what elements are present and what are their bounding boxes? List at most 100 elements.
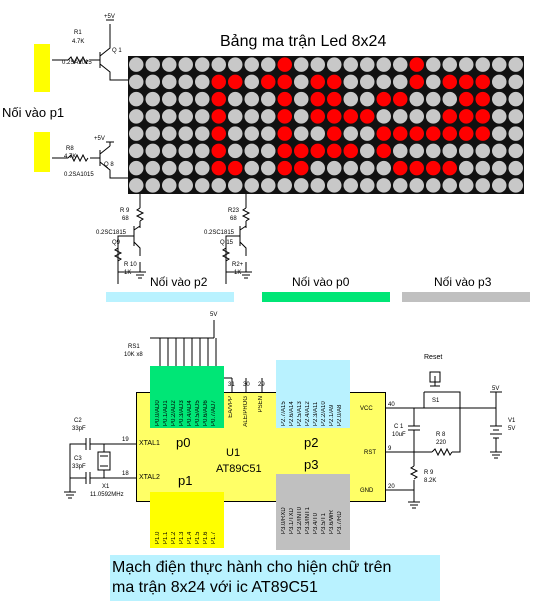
p0-pin-label-7: P0.7/AD7 [211, 400, 217, 426]
led-off [178, 91, 193, 107]
led-off [343, 160, 358, 176]
p2-pin-label-6: P2.1/A9 [329, 404, 335, 426]
p2-pin-label-0: P2.7/A15 [281, 401, 287, 426]
led-on [426, 126, 441, 141]
led-on [409, 57, 424, 72]
r1-label: R1 [74, 30, 82, 36]
led-off [228, 178, 243, 193]
led-off [360, 74, 375, 90]
led-off [162, 160, 177, 176]
led-on [277, 143, 292, 159]
led-off [508, 91, 523, 107]
led-off [475, 57, 490, 72]
led-off [492, 74, 507, 90]
pin-19: 19 [122, 437, 129, 443]
led-off [343, 178, 358, 193]
led-off [409, 178, 424, 193]
p3-pin-label-4: P3.4/T0 [313, 512, 319, 534]
led-on [442, 109, 457, 124]
led-on [211, 91, 226, 107]
q9-label: Q9 [112, 240, 121, 246]
led-on [310, 143, 325, 159]
pin-30: 30 [243, 382, 250, 388]
led-off [145, 160, 160, 176]
vcc-label-2: +5V [94, 136, 105, 142]
caption-box [110, 555, 440, 601]
r23-value: 68 [230, 216, 237, 222]
matrix-title: Bảng ma trận Led 8x24 [220, 33, 387, 50]
led-off [508, 160, 523, 176]
led-off [261, 143, 276, 159]
caption-line-1: Mạch điện thực hành cho hiện chữ trên [112, 559, 392, 576]
led-on [277, 126, 292, 141]
p3-pin-label-2: P3.2/INT0 [297, 506, 303, 534]
led-on [475, 74, 490, 90]
led-off [459, 143, 474, 159]
led-off [393, 143, 408, 159]
led-on [442, 74, 457, 90]
p2-pin-label-2: P2.5/A13 [297, 401, 303, 426]
led-off [393, 74, 408, 90]
led-off [162, 91, 177, 107]
led-off [261, 126, 276, 141]
led-off [162, 126, 177, 141]
led-on [459, 91, 474, 107]
led-on [261, 74, 276, 90]
led-off [195, 178, 210, 193]
led-on [475, 109, 490, 124]
mcu-port-p3: p3 [304, 457, 319, 472]
p1-pin-label-1: P1.1 [163, 531, 169, 544]
led-off [244, 126, 259, 141]
c2-value: 33pF [72, 426, 86, 432]
led-off [129, 160, 144, 176]
p1-pin-label-5: P1.5 [195, 531, 201, 544]
led-off [343, 91, 358, 107]
led-off [228, 91, 243, 107]
led-off [360, 126, 375, 141]
led-off [459, 178, 474, 193]
pin-psen: PSEN [258, 396, 264, 413]
p0-pin-label-6: P0.6/AD6 [203, 400, 209, 426]
r24-label: R2+ [232, 262, 244, 268]
r23-label: R23 [228, 208, 240, 214]
r8b-label: R 8 [436, 432, 446, 438]
led-off [178, 160, 193, 176]
r9-label: R 9 [120, 208, 130, 214]
p0-pin-label-4: P0.4/AD4 [187, 400, 193, 426]
led-matrix [128, 56, 524, 194]
x1-label: X1 [102, 484, 110, 490]
led-off [294, 74, 309, 90]
q1-part: 0.2SA1015 [62, 60, 92, 66]
led-off [492, 91, 507, 107]
vcc-label-4: 5V [492, 386, 500, 392]
led-on [277, 109, 292, 124]
p3-pin-label-6: P3.6/WR [329, 509, 335, 534]
p1-pin-label-7: P1.7 [211, 531, 217, 544]
led-off [145, 143, 160, 159]
led-on [475, 91, 490, 107]
c1-value: 10uF [392, 432, 406, 438]
led-off [211, 178, 226, 193]
r9b-value: 8.2K [424, 478, 437, 484]
led-off [195, 160, 210, 176]
led-on [393, 160, 408, 176]
led-off [294, 126, 309, 141]
led-on [459, 74, 474, 90]
led-on [442, 126, 457, 141]
led-off [129, 126, 144, 141]
led-off [426, 91, 441, 107]
p0-pin-label-2: P0.2/AD2 [171, 400, 177, 426]
pin-9: 9 [388, 446, 392, 452]
led-off [244, 74, 259, 90]
led-on [409, 160, 424, 176]
led-off [409, 91, 424, 107]
led-off [129, 178, 144, 193]
p1-pin-label-4: P1.4 [187, 531, 193, 544]
q15-part: 0.2SC1815 [204, 230, 235, 236]
p0-pin-label-3: P0.3/AD3 [179, 400, 185, 426]
led-on [327, 143, 342, 159]
led-off [178, 74, 193, 90]
